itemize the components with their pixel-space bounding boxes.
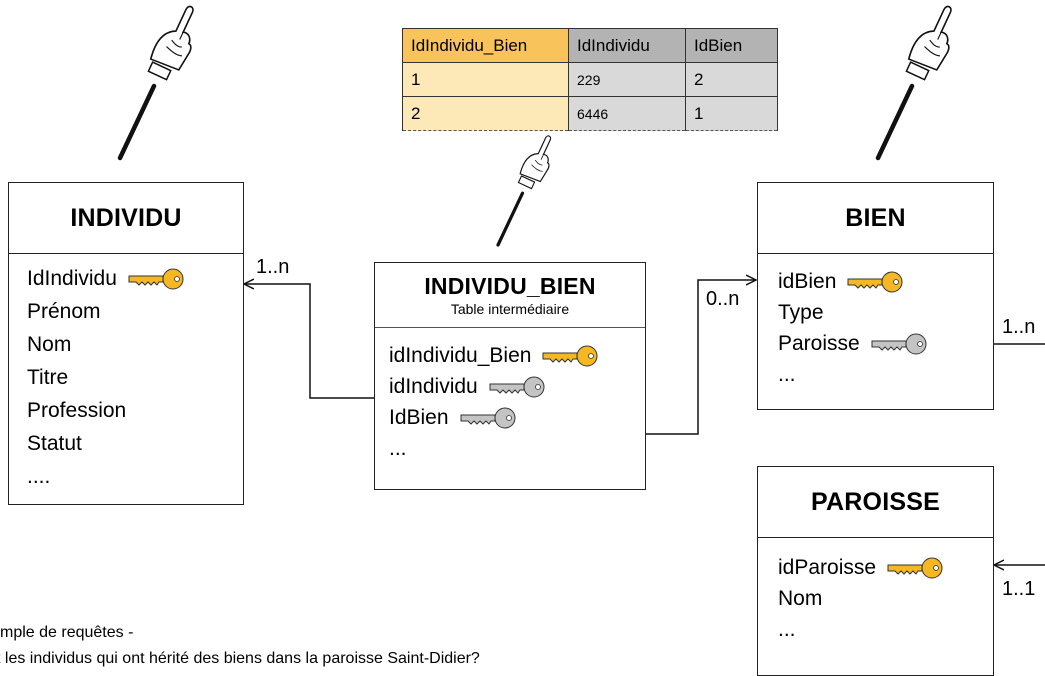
primary-key-icon <box>847 271 903 292</box>
pointing-hand-icon <box>120 0 207 158</box>
attribute-label: idParoisse <box>778 556 877 579</box>
attribute-label: IdBien <box>389 406 449 429</box>
entity-title: PAROISSE <box>811 487 940 516</box>
entity-individu-bien: INDIVIDU_BIEN Table intermédiaire idIndi… <box>374 262 646 490</box>
table-row: 1 229 2 <box>402 62 778 97</box>
entity-individu: INDIVIDU IdIndividu Prénom Nom Titre Pro… <box>8 182 244 505</box>
attribute: ... <box>778 618 796 641</box>
connector-individu <box>244 284 374 399</box>
attribute: ... <box>778 363 796 386</box>
primary-key-icon <box>887 557 943 578</box>
entity-paroisse: PAROISSE idParoisse Nom ... <box>757 466 994 676</box>
attribute: Type <box>778 301 824 324</box>
entity-subtitle: Table intermédiaire <box>450 301 570 317</box>
primary-key-icon <box>128 268 184 289</box>
attribute-label: idIndividu <box>389 375 478 398</box>
table-cell: 1 <box>685 96 778 131</box>
header-cell: IdBien <box>685 28 778 63</box>
attribute: Nom <box>27 333 72 356</box>
sample-table: IdIndividu_Bien IdIndividu IdBien 1 229 … <box>402 28 778 131</box>
header-cell: IdIndividu_Bien <box>402 28 569 63</box>
table-cell: 6446 <box>568 96 686 131</box>
multiplicity-label: 1..1 <box>1002 578 1036 600</box>
entity-title: INDIVIDU_BIEN <box>424 273 596 299</box>
attribute: .... <box>27 465 51 488</box>
attribute: ... <box>389 437 407 460</box>
attribute-primary-key: IdIndividu <box>27 262 225 295</box>
entity-bien: BIEN idBien Type Paroisse ... <box>757 182 994 410</box>
attribute: Profession <box>27 399 127 422</box>
table-row: 2 6446 1 <box>402 96 778 131</box>
attribute-label: IdIndividu <box>27 267 117 290</box>
attribute-primary-key: idIndividu_Bien <box>389 340 631 371</box>
attribute-label: Paroisse <box>778 332 860 355</box>
entity-title: INDIVIDU <box>70 203 182 232</box>
attribute: Titre <box>27 366 69 389</box>
attribute-foreign-key: IdBien <box>389 402 631 433</box>
table-cell: 229 <box>568 62 686 97</box>
entity-title: BIEN <box>845 203 906 232</box>
header-cell: IdIndividu <box>568 28 686 63</box>
query-example-heading: mple de requêtes - <box>0 624 134 641</box>
query-example-text: t les individus qui ont hérité des biens… <box>0 650 480 667</box>
connector-bien <box>646 280 756 435</box>
foreign-key-icon <box>489 376 545 397</box>
attribute: Prénom <box>27 300 101 323</box>
pointing-hand-icon <box>878 0 965 158</box>
foreign-key-icon <box>460 407 516 428</box>
pointing-hand-icon <box>496 129 563 247</box>
attribute-foreign-key: idIndividu <box>389 371 631 402</box>
foreign-key-icon <box>871 333 927 354</box>
attribute: Nom <box>778 587 823 610</box>
attribute-primary-key: idParoisse <box>778 552 973 583</box>
table-cell: 1 <box>402 62 569 97</box>
table-cell: 2 <box>402 96 569 131</box>
attribute: Statut <box>27 432 82 455</box>
table-cell: 2 <box>685 62 778 97</box>
multiplicity-label: 0..n <box>706 288 740 310</box>
attribute-label: idBien <box>778 270 837 293</box>
attribute-foreign-key: Paroisse <box>778 328 973 359</box>
multiplicity-label: 1..n <box>256 256 290 278</box>
primary-key-icon <box>542 345 598 366</box>
multiplicity-label: 1..n <box>1002 316 1036 338</box>
attribute-primary-key: idBien <box>778 266 973 297</box>
sample-table-header: IdIndividu_Bien IdIndividu IdBien <box>402 28 778 63</box>
attribute-label: idIndividu_Bien <box>389 344 532 367</box>
